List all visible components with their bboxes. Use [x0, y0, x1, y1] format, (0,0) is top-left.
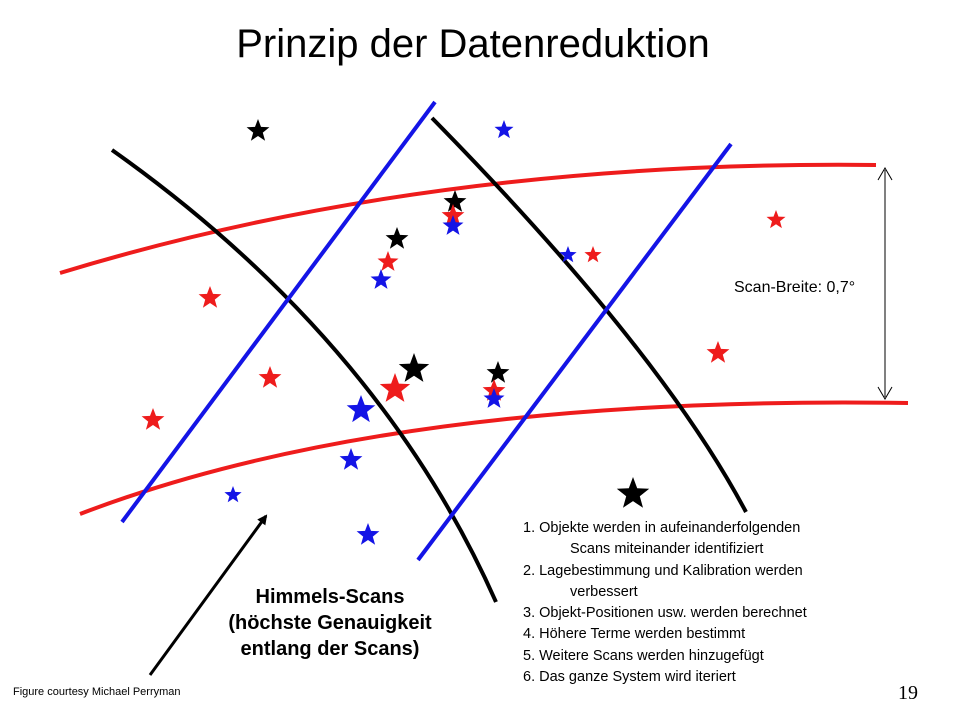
- scan-line-blue-left: [120, 100, 437, 524]
- step-text: 1. Objekte werden in aufeinanderfolgende…: [523, 520, 801, 536]
- star-black: [246, 119, 270, 141]
- step-list: 1. Objekte werden in aufeinanderfolgende…: [523, 518, 943, 688]
- star-blue: [483, 388, 505, 408]
- scans-caption-line: Himmels-Scans: [255, 586, 405, 608]
- step-text: 3. Objekt-Positionen usw. werden berechn…: [523, 605, 807, 622]
- step-item: 6. Das ganze System wird iteriert: [523, 667, 943, 688]
- star-blue: [346, 395, 376, 423]
- star-blue: [339, 448, 363, 470]
- star-red: [766, 210, 786, 229]
- star-red: [141, 408, 165, 430]
- star-black: [443, 190, 467, 212]
- scan-line-red-upper: [59, 162, 877, 275]
- star-blue: [356, 523, 380, 545]
- star-black: [616, 477, 650, 508]
- star-markers: [141, 119, 786, 545]
- star-black: [486, 361, 510, 383]
- scans-caption-line: entlang der Scans): [240, 638, 420, 660]
- scan-line-blue-right: [416, 142, 733, 562]
- scans-arrow: [148, 514, 268, 676]
- slide-title: Prinzip der Datenreduktion: [236, 22, 710, 66]
- scans-caption-line: (höchste Genauigkeit: [228, 612, 432, 634]
- step-text: 2. Lagebestimmung und Kalibration werden: [523, 562, 803, 579]
- scans-caption: Himmels-Scans (höchste Genauigkeit entla…: [190, 584, 470, 662]
- star-black: [398, 353, 430, 382]
- figure-credit: Figure courtesy Michael Perryman: [13, 686, 181, 698]
- star-red: [198, 286, 222, 308]
- star-black: [385, 227, 409, 249]
- step-item: 2. Lagebestimmung und Kalibration werden…: [523, 561, 943, 604]
- step-item: 3. Objekt-Positionen usw. werden berechn…: [523, 603, 943, 624]
- star-red: [441, 204, 465, 226]
- star-red: [706, 341, 730, 363]
- scan-width-arrow-bottom: [877, 386, 893, 400]
- step-text: 4. Höhere Terme werden bestimmt: [523, 626, 746, 643]
- scan-line-black-right: [430, 116, 748, 513]
- star-blue: [559, 246, 577, 263]
- step-item: 1. Objekte werden in aufeinanderfolgende…: [523, 518, 943, 561]
- star-red: [258, 366, 282, 388]
- scan-width-label: Scan-Breite: 0,7°: [734, 279, 856, 296]
- step-text: 6. Das ganze System wird iteriert: [523, 669, 736, 686]
- step-text-continued: Scans miteinander identifiziert: [570, 541, 764, 558]
- star-blue: [494, 120, 514, 139]
- step-text: 5. Weitere Scans werden hinzugefügt: [523, 647, 764, 664]
- star-blue: [370, 269, 392, 289]
- scan-line-red-lower: [79, 400, 909, 516]
- page-number: 19: [898, 682, 918, 704]
- star-blue: [224, 486, 242, 503]
- star-red: [377, 251, 399, 271]
- star-blue: [442, 215, 464, 235]
- step-text-continued: verbessert: [570, 583, 638, 600]
- step-item: 4. Höhere Terme werden bestimmt: [523, 624, 943, 645]
- step-item: 5. Weitere Scans werden hinzugefügt: [523, 646, 943, 667]
- scan-width-arrow-top: [877, 167, 893, 181]
- star-red: [379, 373, 411, 402]
- star-red: [584, 246, 602, 263]
- scan-line-black-left: [110, 148, 498, 603]
